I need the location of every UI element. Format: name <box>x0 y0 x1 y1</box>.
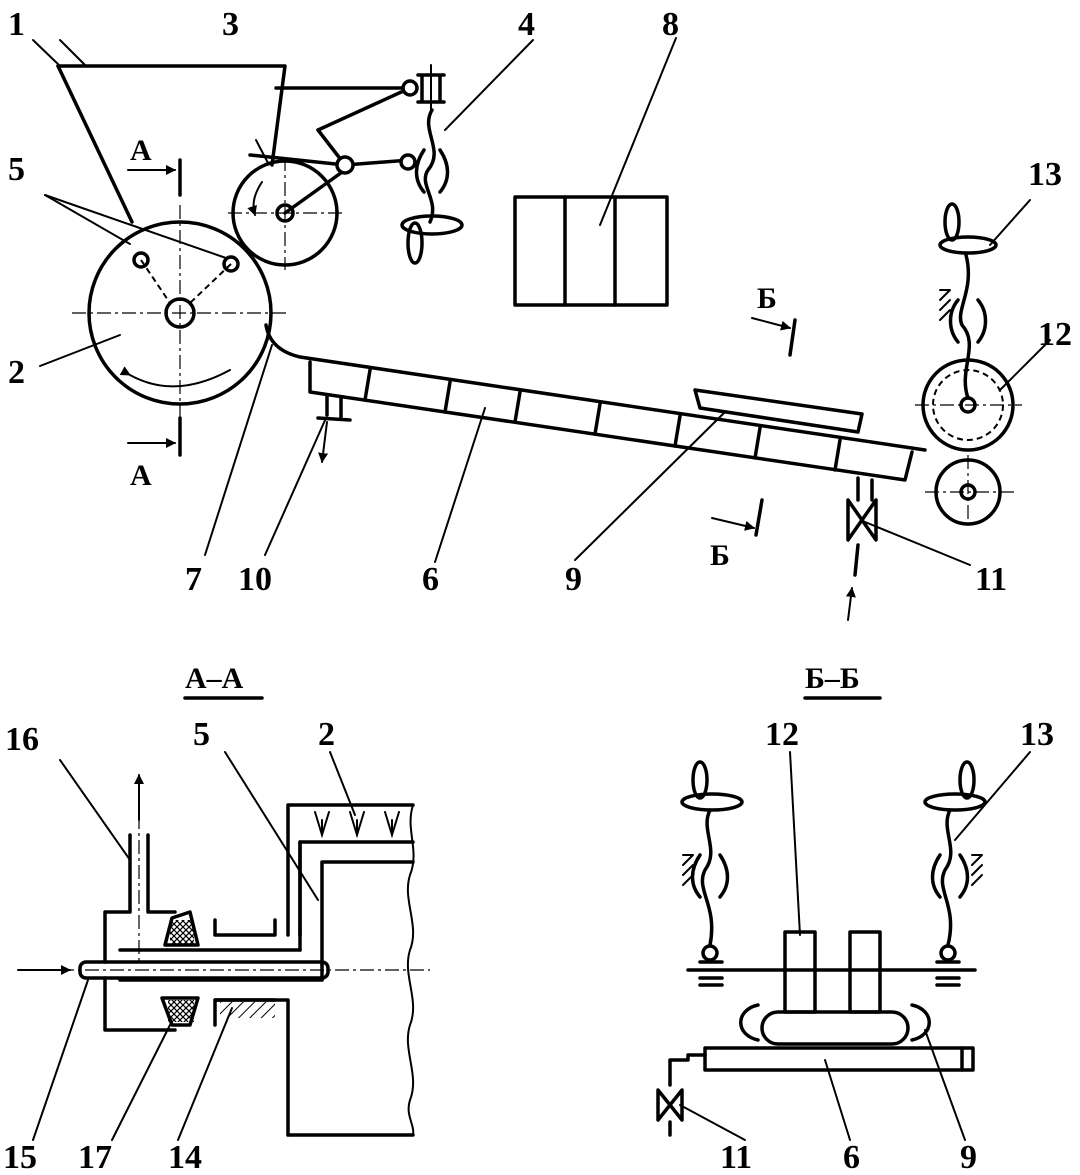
inlet-valve <box>845 476 878 621</box>
label-section-5: 5 <box>193 716 210 753</box>
label-bb-9: 9 <box>960 1139 977 1175</box>
label-bb-13: 13 <box>1020 716 1054 753</box>
section-bb <box>656 751 1031 1141</box>
label-bb-12: 12 <box>765 716 799 753</box>
cut-letter-a-bottom: А <box>130 459 152 492</box>
cut-letter-b-bottom: Б <box>710 539 730 572</box>
label-13: 13 <box>1028 156 1062 193</box>
leader-lines-main <box>32 37 1051 566</box>
press-rollers <box>915 202 1022 530</box>
section-bb-title: Б–Б <box>803 662 882 700</box>
cut-letter-a-top: А <box>130 134 152 167</box>
label-3: 3 <box>222 6 239 43</box>
label-11: 11 <box>975 561 1007 598</box>
lever-mechanism <box>248 64 464 265</box>
label-section-14: 14 <box>168 1139 202 1175</box>
cut-mark-b: Б Б <box>710 282 797 572</box>
label-bb-6: 6 <box>843 1139 860 1175</box>
label-8: 8 <box>662 6 679 43</box>
label-4: 4 <box>518 6 535 43</box>
section-title-bb: Б–Б <box>805 662 860 695</box>
label-12: 12 <box>1038 316 1072 353</box>
outlet-pipe <box>316 393 352 463</box>
section-aa-title: А–А <box>183 662 264 700</box>
press-plate <box>693 388 864 434</box>
section-title-aa: А–А <box>185 662 244 695</box>
cut-mark-a: А А <box>127 134 182 492</box>
cut-letter-b-top: Б <box>757 282 777 315</box>
label-section-2: 2 <box>318 716 335 753</box>
label-5: 5 <box>8 151 25 188</box>
label-section-15: 15 <box>3 1139 37 1175</box>
label-section-17: 17 <box>78 1139 112 1175</box>
hopper <box>56 39 417 224</box>
drum <box>72 205 290 425</box>
label-7: 7 <box>185 561 202 598</box>
control-box <box>513 195 669 307</box>
label-10: 10 <box>238 561 272 598</box>
label-section-16: 16 <box>5 721 39 758</box>
section-aa <box>17 751 430 1141</box>
label-2: 2 <box>8 354 25 391</box>
inclined-plate <box>264 323 927 482</box>
label-1: 1 <box>8 6 25 43</box>
label-bb-11: 11 <box>720 1139 752 1175</box>
label-6: 6 <box>422 561 439 598</box>
label-9: 9 <box>565 561 582 598</box>
